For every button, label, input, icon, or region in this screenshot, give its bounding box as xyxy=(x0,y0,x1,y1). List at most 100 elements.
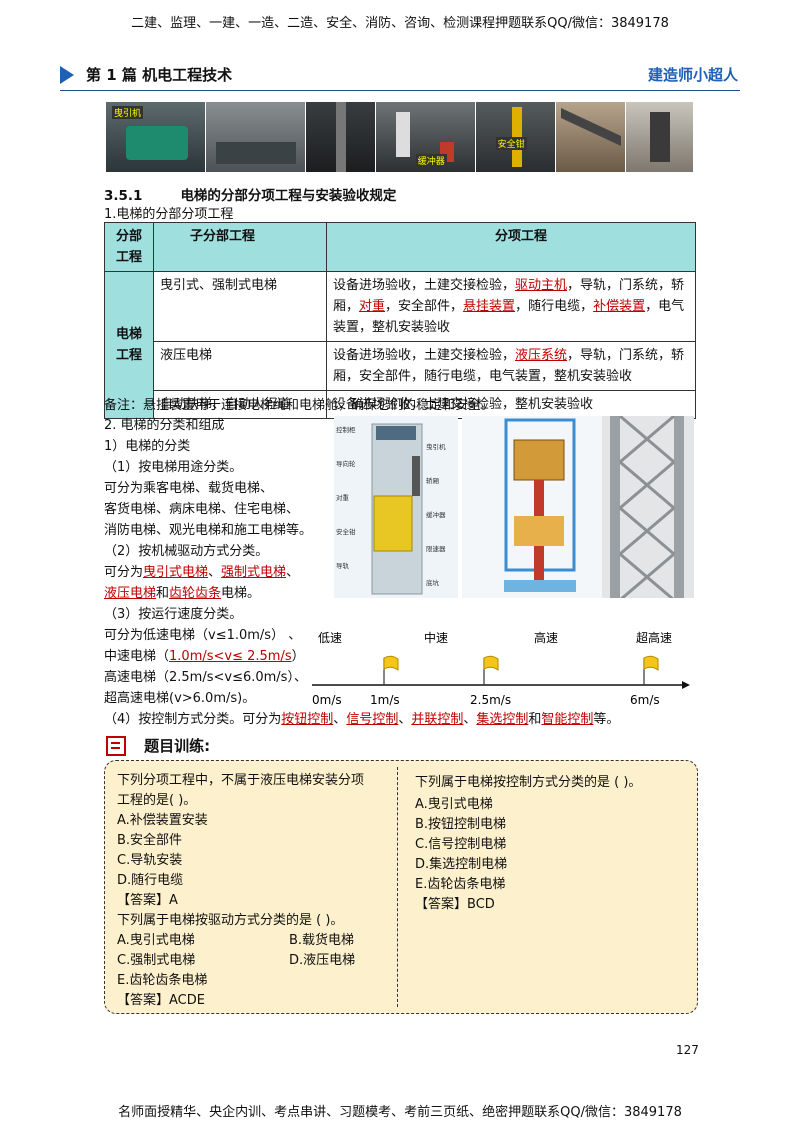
speed-category-label: 超高速 xyxy=(636,630,672,645)
cell-text: ，电气装置，整机安装验收 xyxy=(333,299,685,335)
highlighted-term: 补偿装置 xyxy=(593,299,646,314)
training-box: 下列分项工程中，不属于液压电梯安装分项 工程的是( )。 A.补偿装置安装 B.… xyxy=(104,760,698,1014)
page-number: 127 xyxy=(676,1043,699,1057)
highlighted-term: 对重 xyxy=(359,299,386,314)
items-cell: 设备进场验收，土建交接检验，液压系统，导轨，门系统，轿厢，安全部件，随行电缆，电… xyxy=(326,341,696,391)
speed-category-label: 高速 xyxy=(534,630,558,645)
diagram-base xyxy=(504,580,576,592)
highlighted-term: 悬挂装置 xyxy=(463,299,516,314)
question-1: 下列分项工程中，不属于液压电梯安装分项 工程的是( )。 A.补偿装置安装 B.… xyxy=(117,773,365,908)
sec2-line: 高速电梯（2.5m/s<v≤6.0m/s）、 xyxy=(104,670,307,685)
diagram-label: 限速器 xyxy=(426,544,446,553)
items-cell: 设备进场验收，土建交接检验，驱动主机，导轨，门系统，轿厢，对重，安全部件，悬挂装… xyxy=(326,271,696,342)
photo-car-door xyxy=(625,102,695,172)
sec2-line: 可分为乘客电梯、载货电梯、 xyxy=(104,481,274,496)
photo-shaft xyxy=(305,102,376,172)
speed-category-label: 中速 xyxy=(424,630,448,645)
axis-arrow-icon xyxy=(682,681,690,689)
diagram-car xyxy=(373,495,413,552)
items-cell: 设备进场验收，土建交接检验，整机安装验收 xyxy=(326,390,696,419)
diagram-rack-left xyxy=(610,416,620,598)
speed-marks: 低速 中速 高速 超高速 0m/s 1m/s 2.5m/s 6m/s xyxy=(312,630,672,707)
triangle-marker-icon xyxy=(60,66,74,84)
diagram-label: 缓冲器 xyxy=(426,510,446,519)
diagram-label: 安全钳 xyxy=(336,527,356,536)
photo-escalator xyxy=(555,102,626,172)
diagram-label: 对重 xyxy=(336,493,350,502)
speed-tick-label: 6m/s xyxy=(630,693,660,707)
sec2-line: 客货电梯、病床电梯、住宅电梯、 xyxy=(104,502,300,517)
footer-banner: 名师面授精华、央企内训、考点串讲、习题模考、考前三页纸、绝密押题联系QQ/微信：… xyxy=(118,1105,682,1120)
speed-category-label: 低速 xyxy=(318,631,342,645)
cell-text: 设备进场验收，土建交接检验，整机安装验收 xyxy=(333,397,594,412)
cell-text: 设备进场验收，土建交接检验， xyxy=(333,278,516,293)
training-divider xyxy=(397,767,398,1007)
diagram-rack-right xyxy=(674,416,684,598)
sub-cell: 曳引式、强制式电梯 xyxy=(153,271,327,342)
table-row: 液压电梯 设备进场验收，土建交接检验，液压系统，导轨，门系统，轿厢，安全部件，随… xyxy=(105,341,696,391)
diagram-label: 导轨 xyxy=(336,561,350,570)
photo-buffer: 缓冲器 xyxy=(375,102,476,172)
subsection-1-title: 1.电梯的分部分项工程 xyxy=(104,207,234,222)
highlighted-term: 驱动主机 xyxy=(515,278,568,293)
diagram-upper-block xyxy=(513,439,565,481)
cell-text: ，导轨，门系统，轿厢， xyxy=(333,278,685,314)
sec2-line: 液压电梯和齿轮齿条电梯。 xyxy=(104,586,261,601)
diagram-counterweight xyxy=(412,456,420,496)
question-3: 下列属于电梯按控制方式分类的是 ( )。 A.曳引式电梯 B.按钮控制电梯 C.… xyxy=(415,775,642,912)
sec2-line: （3）按运行速度分类。 xyxy=(104,607,243,622)
header-division: 分部工程 xyxy=(104,222,154,272)
flag-icon xyxy=(383,655,399,671)
photo-safety-gear: 安全钳 xyxy=(475,102,556,172)
header-items: 分项工程 xyxy=(326,222,696,272)
elevator-work-table: 分部工程 子分部工程 分项工程 电梯工程 曳引式、强制式电梯 设备进场验收，土建… xyxy=(104,222,696,419)
diagram-label: 控制柜 xyxy=(336,425,356,434)
speed-tick-label: 0m/s xyxy=(312,693,342,707)
cell-text: ，导轨，门系统，轿厢，安全部件，随行电缆，电气装置，整机安装验收 xyxy=(333,348,685,384)
sec2-line: 消防电梯、观光电梯和施工电梯等。 xyxy=(104,523,313,538)
sec2-line: 可分为低速电梯（v≤1.0m/s） 、 xyxy=(104,628,302,643)
cell-text: 设备进场验收，土建交接检验， xyxy=(333,348,516,363)
diagram-machine xyxy=(376,426,416,440)
cell-text: ，随行电缆， xyxy=(515,299,594,314)
sec2-line: 1）电梯的分类 xyxy=(104,439,191,454)
rack-brace xyxy=(619,506,675,556)
page-header: 第 1 篇 机电工程技术 建造师小超人 xyxy=(60,60,740,91)
author-name: 建造师小超人 xyxy=(647,66,738,84)
table-row: 电梯工程 曳引式、强制式电梯 设备进场验收，土建交接检验，驱动主机，导轨，门系统… xyxy=(104,271,696,419)
table-header-row: 分部工程 子分部工程 分项工程 xyxy=(104,222,696,272)
photo-elevator-pit xyxy=(205,102,306,172)
speed-scale: 低速 中速 高速 超高速 0m/s 1m/s 2.5m/s 6m/s xyxy=(312,630,690,707)
header-subdivision: 子分部工程 xyxy=(153,222,327,272)
diagram-label: 轿厢 xyxy=(426,476,440,485)
diagram-label: 导向轮 xyxy=(336,459,356,468)
sec2-line: （4）按控制方式分类。可分为按钮控制、信号控制、并联控制、集选控制和智能控制等。 xyxy=(104,712,620,727)
table-row: 自动扶梯、自动人行道 设备进场验收，土建交接检验，整机安装验收 xyxy=(105,390,696,419)
flag-icon xyxy=(483,655,499,671)
diagram-rack-bracing xyxy=(619,416,675,598)
photo-strip: 曳引机 缓冲器 安全钳 xyxy=(106,102,695,172)
diagram-lower-block xyxy=(514,516,564,546)
speed-tick-label: 1m/s xyxy=(370,693,400,707)
sec2-line: 超高速电梯(v>6.0m/s)。 xyxy=(104,691,256,706)
sub-cell: 液压电梯 xyxy=(153,341,327,391)
sec2-line: 可分为曳引式电梯、强制式电梯、 xyxy=(104,565,300,580)
sec2-line: （1）按电梯用途分类。 xyxy=(104,460,243,475)
cell-text: ，安全部件， xyxy=(385,299,464,314)
photo-traction-machine: 曳引机 xyxy=(106,102,206,172)
pencil-note-icon xyxy=(106,735,126,756)
table-note: 备注：悬挂装置用于连接电梯绳和电梯舱，确保它们的稳定和安全。 xyxy=(104,398,495,413)
top-banner: 二建、监理、一建、一造、二造、安全、消防、咨询、检测课程押题联系QQ/微信：38… xyxy=(131,16,669,31)
rack-brace xyxy=(619,416,675,464)
sec2-line: 中速电梯（1.0m/s<v≤ 2.5m/s） xyxy=(104,649,305,664)
chapter-title: 第 1 篇 机电工程技术 xyxy=(86,66,233,84)
diagram-label: 曳引机 xyxy=(426,442,446,451)
rack-brace xyxy=(620,552,675,598)
flag-icon xyxy=(643,655,659,671)
speed-tick-label: 2.5m/s xyxy=(470,693,511,707)
highlighted-term: 液压系统 xyxy=(515,348,568,363)
